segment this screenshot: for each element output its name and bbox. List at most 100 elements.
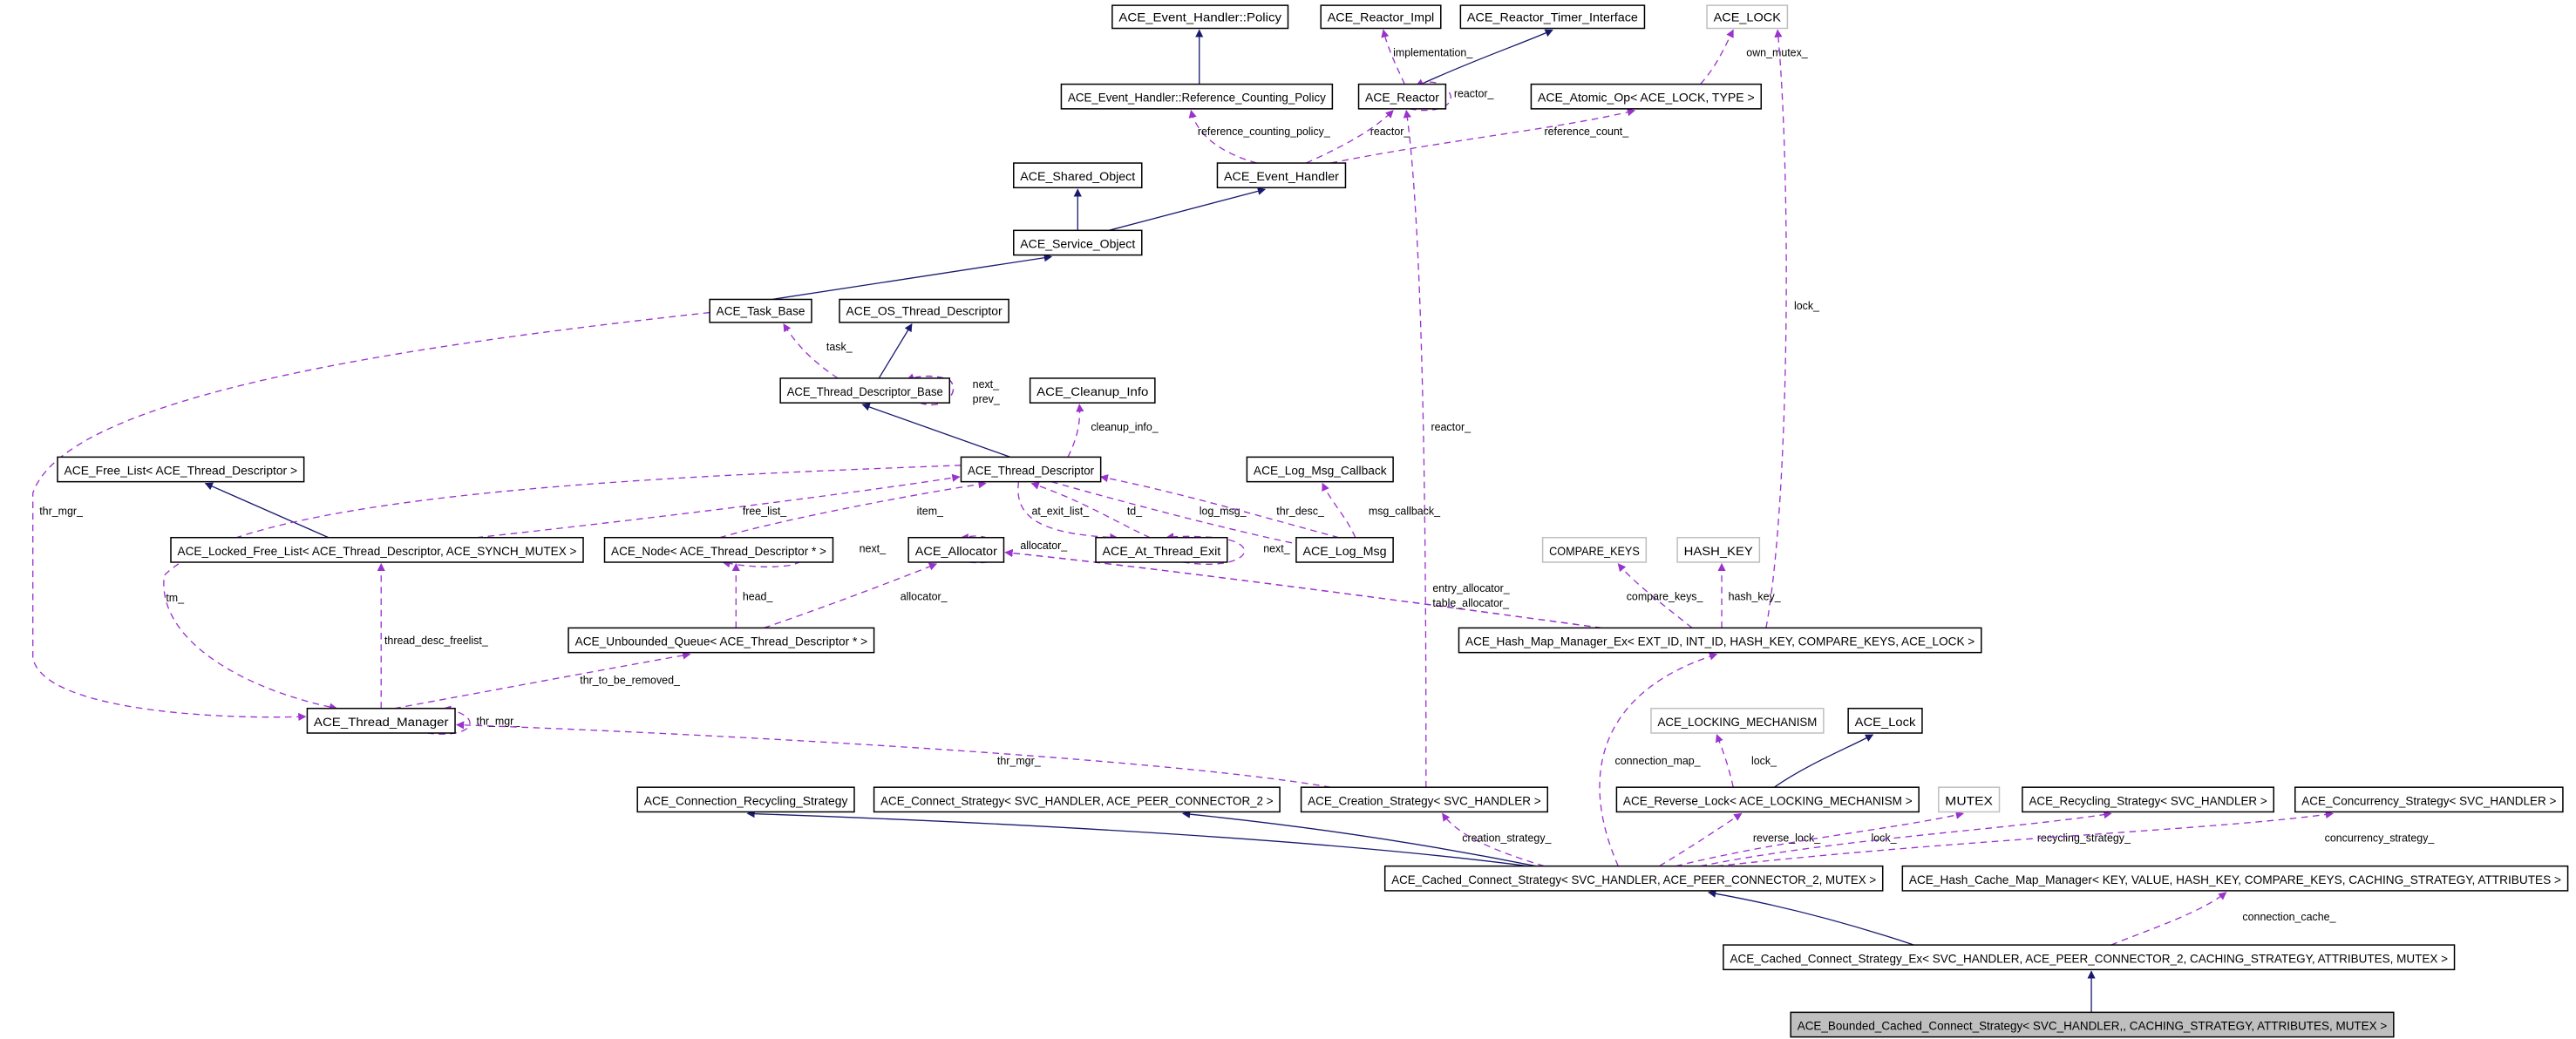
class-node-bounded-cached[interactable]: ACE_Bounded_Cached_Connect_Strategy< SVC… bbox=[1790, 1011, 2395, 1038]
inheritance-arrow bbox=[1708, 889, 1914, 946]
usage-edge: implementation_ bbox=[1381, 29, 1473, 85]
class-box bbox=[1300, 786, 1549, 813]
edge-label: thr_mgr_ bbox=[477, 716, 521, 728]
edge-label: td_ bbox=[1127, 505, 1143, 517]
class-node-allocator[interactable]: ACE_Allocator bbox=[907, 536, 1005, 563]
class-name: ACE_Locked_Free_List< ACE_Thread_Descrip… bbox=[178, 545, 577, 558]
usage-edge: connection_cache_ bbox=[2110, 892, 2337, 946]
class-name: ACE_Recycling_Strategy< SVC_HANDLER > bbox=[2029, 794, 2267, 807]
class-node-hash-key[interactable]: HASH_KEY bbox=[1676, 536, 1761, 563]
class-node-event-handler[interactable]: ACE_Event_Handler bbox=[1216, 162, 1347, 189]
class-node-thread-desc-base[interactable]: ACE_Thread_Descriptor_Base bbox=[779, 377, 951, 404]
edge-label: head_ bbox=[743, 590, 774, 602]
class-name: ACE_LOCK bbox=[1714, 10, 1781, 24]
edge-label: reactor_ bbox=[1454, 88, 1495, 100]
class-node-thread-desc[interactable]: ACE_Thread_Descriptor bbox=[960, 456, 1102, 483]
class-node-connect-strategy[interactable]: ACE_Connect_Strategy< SVC_HANDLER, ACE_P… bbox=[873, 786, 1281, 813]
class-node-cached-connect-ex[interactable]: ACE_Cached_Connect_Strategy_Ex< SVC_HAND… bbox=[1723, 944, 2456, 971]
class-node-log-msg[interactable]: ACE_Log_Msg bbox=[1295, 536, 1394, 563]
usage-edge: compare_keys_ bbox=[1617, 563, 1703, 628]
usage-edge: next_ bbox=[722, 543, 887, 568]
usage-arrow bbox=[1067, 404, 1084, 458]
edge-label: thr_mgr_ bbox=[39, 505, 84, 517]
class-box bbox=[1541, 536, 1648, 563]
class-box bbox=[57, 456, 305, 483]
class-node-policy[interactable]: ACE_Event_Handler::Policy bbox=[1111, 4, 1289, 30]
edges-layer: implementation_reactor_reference_countin… bbox=[32, 29, 2435, 1013]
edge-label: reactor_ bbox=[1370, 126, 1411, 138]
edge-label: implementation_ bbox=[1393, 47, 1473, 59]
class-name: MUTEX bbox=[1945, 794, 1993, 807]
usage-arrow bbox=[1700, 29, 1734, 85]
edge-label: allocator_ bbox=[901, 590, 948, 602]
inheritance-arrow bbox=[861, 403, 1011, 458]
class-name: ACE_Cleanup_Info bbox=[1037, 385, 1148, 398]
class-name: ACE_Free_List< ACE_Thread_Descriptor > bbox=[64, 465, 297, 478]
class-name: ACE_Event_Handler bbox=[1224, 170, 1339, 183]
usage-arrow bbox=[1617, 563, 1693, 628]
edge-label: task_ bbox=[826, 341, 853, 353]
usage-edge: reactor_ bbox=[1403, 109, 1472, 788]
class-node-service-object[interactable]: ACE_Service_Object bbox=[1013, 229, 1143, 256]
usage-arrow bbox=[719, 480, 987, 539]
class-node-cleanup-info[interactable]: ACE_Cleanup_Info bbox=[1029, 377, 1156, 404]
class-node-atomic-op[interactable]: ACE_Atomic_Op< ACE_LOCK, TYPE > bbox=[1530, 83, 1763, 110]
class-name: ACE_Lock bbox=[1855, 716, 1916, 729]
edge-label: own_mutex_ bbox=[1746, 47, 1809, 59]
class-node-reverse-lock[interactable]: ACE_Reverse_Lock< ACE_LOCKING_MECHANISM … bbox=[1615, 786, 1920, 813]
class-node-node[interactable]: ACE_Node< ACE_Thread_Descriptor * > bbox=[603, 536, 834, 563]
class-node-thread-manager[interactable]: ACE_Thread_Manager bbox=[306, 707, 456, 734]
class-node-unbounded-queue[interactable]: ACE_Unbounded_Queue< ACE_Thread_Descript… bbox=[568, 627, 875, 654]
usage-edge: reactor_ bbox=[1305, 110, 1411, 164]
class-node-shared-object[interactable]: ACE_Shared_Object bbox=[1013, 162, 1143, 189]
usage-arrow bbox=[1659, 812, 1743, 867]
class-node-conn-recycling[interactable]: ACE_Connection_Recycling_Strategy bbox=[636, 786, 855, 813]
class-box bbox=[907, 536, 1005, 563]
edge-label: table_allocator_ bbox=[1432, 597, 1510, 609]
class-name: ACE_Creation_Strategy< SVC_HANDLER > bbox=[1308, 794, 1541, 807]
class-name: ACE_Thread_Descriptor bbox=[968, 465, 1095, 478]
class-box bbox=[1246, 456, 1394, 483]
inheritance-edge bbox=[878, 323, 913, 379]
class-node-compare-keys[interactable]: COMPARE_KEYS bbox=[1541, 536, 1648, 563]
class-node-hash-cache-map[interactable]: ACE_Hash_Cache_Map_Manager< KEY, VALUE, … bbox=[1901, 865, 2569, 892]
class-box bbox=[1013, 229, 1143, 256]
class-node-reactor[interactable]: ACE_Reactor bbox=[1357, 83, 1447, 110]
class-node-refcount-policy[interactable]: ACE_Event_Handler::Reference_Counting_Po… bbox=[1060, 83, 1334, 110]
edge-label: at_exit_list_ bbox=[1032, 505, 1091, 517]
usage-edge: at_exit_list_ bbox=[1017, 481, 1118, 542]
class-node-at-thread-exit[interactable]: ACE_At_Thread_Exit bbox=[1095, 536, 1228, 563]
usage-edge: table_allocator_ bbox=[1004, 548, 1602, 629]
class-name: ACE_Hash_Cache_Map_Manager< KEY, VALUE, … bbox=[1909, 873, 2561, 886]
usage-edge: lock_ bbox=[1715, 734, 1777, 788]
class-node-creation-strategy[interactable]: ACE_Creation_Strategy< SVC_HANDLER > bbox=[1300, 786, 1549, 813]
class-node-timer-iface[interactable]: ACE_Reactor_Timer_Interface bbox=[1459, 4, 1646, 30]
class-box bbox=[1095, 536, 1228, 563]
class-name: ACE_Allocator bbox=[915, 545, 998, 558]
class-node-free-list[interactable]: ACE_Free_List< ACE_Thread_Descriptor > bbox=[57, 456, 305, 483]
usage-arrow bbox=[1004, 548, 1602, 629]
class-node-recycling-strategy[interactable]: ACE_Recycling_Strategy< SVC_HANDLER > bbox=[2022, 786, 2274, 813]
class-node-ace-lock-t[interactable]: ACE_LOCK bbox=[1706, 4, 1789, 30]
class-node-hash-map[interactable]: ACE_Hash_Map_Manager_Ex< EXT_ID, INT_ID,… bbox=[1458, 627, 1982, 654]
class-node-cached-connect[interactable]: ACE_Cached_Connect_Strategy< SVC_HANDLER… bbox=[1383, 865, 1884, 892]
class-name: ACE_Node< ACE_Thread_Descriptor * > bbox=[611, 545, 826, 558]
class-node-ace-lock[interactable]: ACE_Lock bbox=[1847, 707, 1923, 734]
class-node-log-msg-callback[interactable]: ACE_Log_Msg_Callback bbox=[1246, 456, 1394, 483]
edge-label: recycling_strategy_ bbox=[2037, 832, 2131, 844]
class-node-locked-free-list[interactable]: ACE_Locked_Free_List< ACE_Thread_Descrip… bbox=[170, 536, 584, 563]
class-node-os-thread-desc[interactable]: ACE_OS_Thread_Descriptor bbox=[839, 298, 1009, 323]
class-box bbox=[1111, 4, 1289, 30]
class-name: ACE_Log_Msg bbox=[1302, 545, 1386, 558]
edge-label: allocator_ bbox=[1020, 540, 1068, 552]
nodes-layer: ACE_Event_Handler::Policy ACE_Reactor_Imp… bbox=[57, 4, 2569, 1038]
edge-label: item_ bbox=[917, 505, 944, 517]
class-node-concurrency-strategy[interactable]: ACE_Concurrency_Strategy< SVC_HANDLER > bbox=[2294, 786, 2564, 813]
class-node-mutex[interactable]: MUTEX bbox=[1938, 786, 2001, 813]
class-node-task-base[interactable]: ACE_Task_Base bbox=[709, 298, 812, 323]
class-node-locking-mechanism[interactable]: ACE_LOCKING_MECHANISM bbox=[1650, 707, 1825, 734]
usage-edge: reference_count_ bbox=[1330, 108, 1636, 164]
class-node-reactor-impl[interactable]: ACE_Reactor_Impl bbox=[1320, 4, 1442, 30]
usage-edge: free_list_ bbox=[476, 473, 961, 539]
class-box bbox=[1790, 1011, 2395, 1038]
